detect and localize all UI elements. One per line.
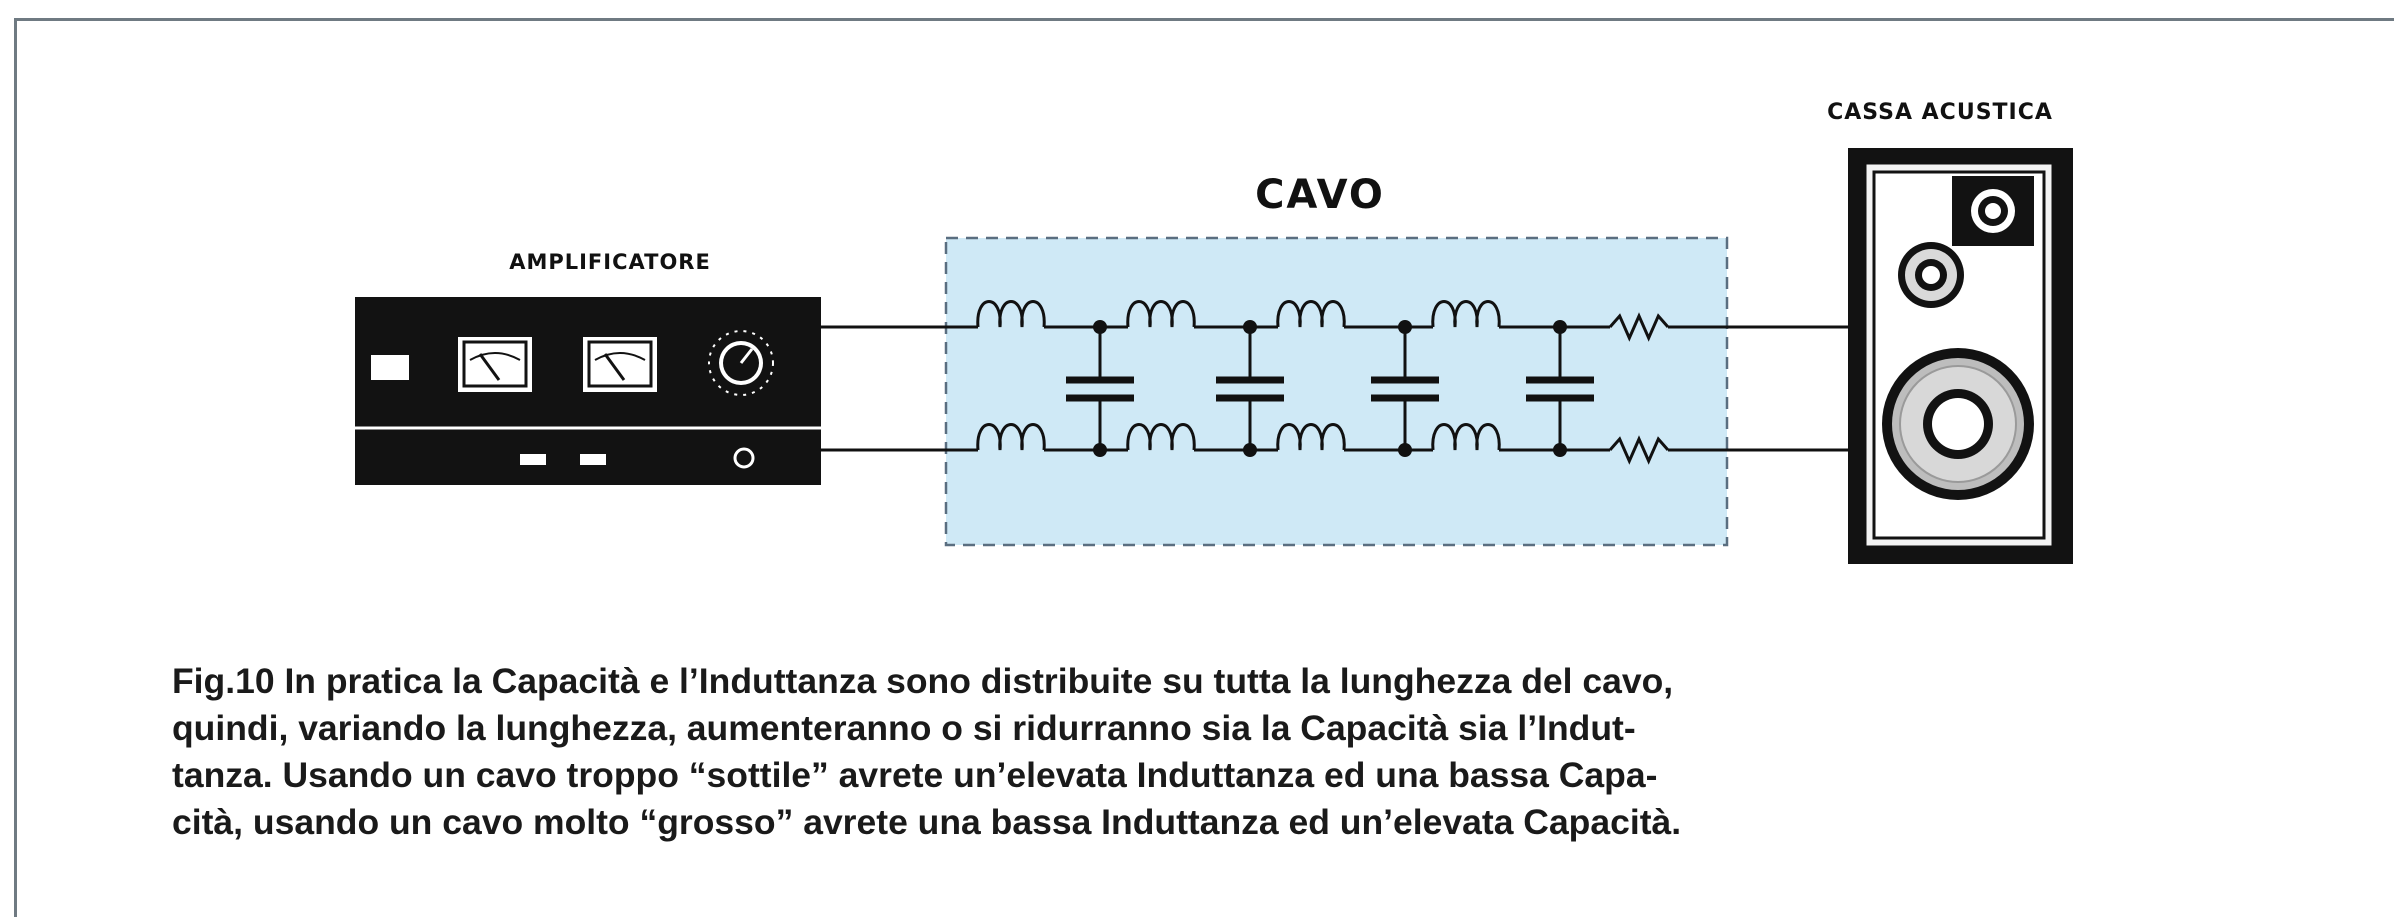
inductor-icon (976, 423, 1046, 451)
caption-line: Fig.10 In pratica la Capacità e l’Indutt… (172, 661, 1674, 701)
vu-meter-left-icon (456, 335, 534, 394)
volume-knob-icon (708, 330, 774, 396)
speaker (1848, 148, 2073, 564)
inductor-icon (976, 300, 1046, 328)
midrange-icon (1898, 242, 1964, 308)
caption-line: tanza. Usando un cavo troppo “sottile” a… (172, 755, 1658, 795)
vu-meter-right-icon (581, 335, 659, 394)
cable-region (944, 236, 1729, 547)
inductor-icon (1126, 423, 1196, 451)
woofer-icon (1882, 348, 2034, 500)
button-left (520, 454, 546, 465)
amplifier (355, 297, 821, 485)
inductor-icon (1126, 300, 1196, 328)
headphone-jack-icon (733, 447, 755, 469)
inductor-icon (1431, 300, 1501, 328)
speaker-label: CASSA ACUSTICA (1827, 100, 2053, 125)
caption-line: cità, usando un cavo molto “grosso” avre… (172, 802, 1682, 842)
figure-caption: Fig.10 In pratica la Capacità e l’Indutt… (172, 658, 2292, 846)
resistor-icon (1608, 312, 1670, 342)
cable-label: CAVO (1255, 172, 1385, 218)
caption-line: quindi, variando la lunghezza, aumentera… (172, 708, 1636, 748)
inductor-icon (1276, 423, 1346, 451)
power-indicator (371, 355, 409, 380)
tweeter-icon (1952, 176, 2034, 246)
inductor-icon (1276, 300, 1346, 328)
button-right (580, 454, 606, 465)
lumped-circuit (821, 300, 1848, 465)
resistor-icon (1608, 435, 1670, 465)
inductor-icon (1431, 423, 1501, 451)
amplifier-label: AMPLIFICATORE (509, 250, 711, 274)
